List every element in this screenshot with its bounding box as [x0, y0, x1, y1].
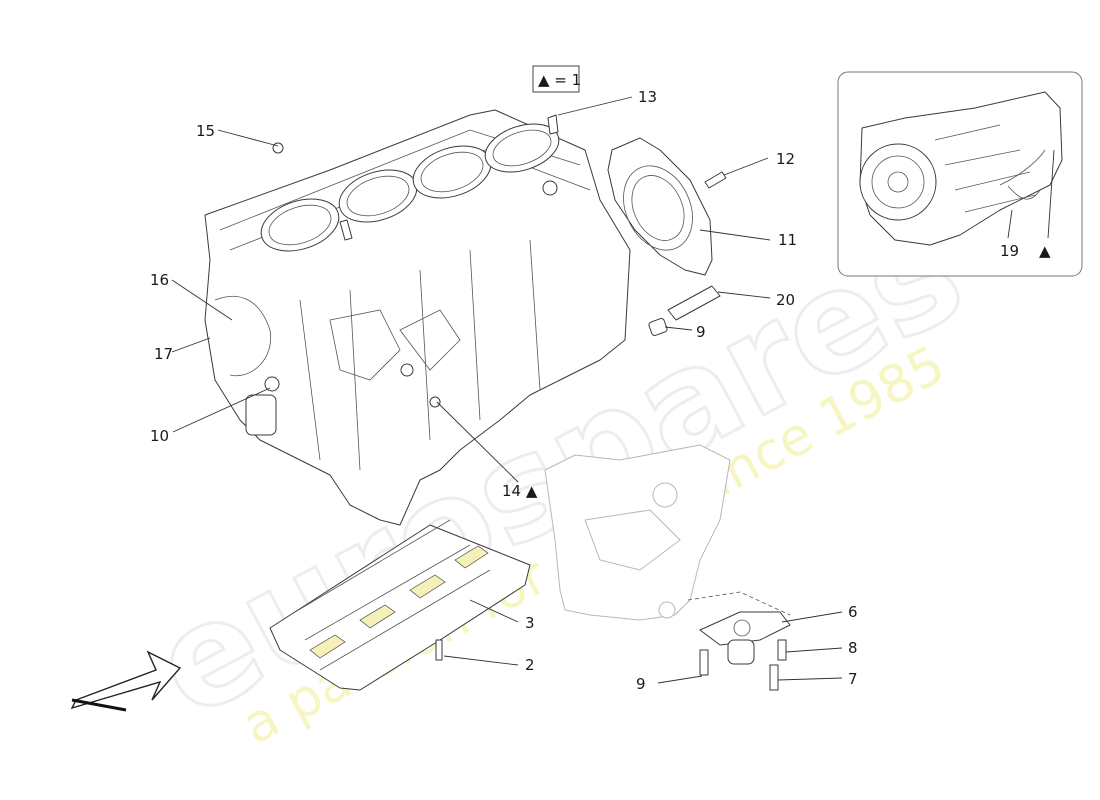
callout-20: 20: [776, 291, 795, 309]
bolt-7: [769, 664, 779, 691]
callout-3: 3: [525, 614, 535, 632]
leader-9b: [657, 675, 703, 684]
callout-14: 14 ▲: [502, 482, 538, 500]
leader-7: [777, 677, 843, 681]
leader-14: [436, 401, 519, 483]
leader-10: [172, 387, 271, 433]
bolt-9b: [699, 649, 709, 676]
bearing-ladder: [269, 519, 531, 691]
direction-arrow: [70, 650, 182, 712]
pin-20: [667, 285, 721, 321]
leader-13: [557, 96, 633, 116]
dowel-9: [648, 318, 668, 336]
leader-2: [443, 655, 519, 666]
engine-block: [204, 109, 631, 526]
rear-seal-housing: [607, 137, 713, 276]
callout-2: 2: [525, 656, 535, 674]
legend-note-text: ▲ = 1: [538, 71, 581, 89]
engine-mount: [687, 591, 791, 665]
front-arrow-icon: [70, 650, 182, 710]
callout-8: 8: [848, 639, 858, 657]
callout-9b: 9: [636, 675, 646, 693]
leader-15: [217, 129, 279, 147]
inset-panel: 19 ▲: [837, 71, 1083, 277]
callout-17: 19: [1000, 242, 1019, 260]
oil-pan-ghost: [544, 444, 731, 621]
callout-12: 12: [776, 150, 795, 168]
callout-triangle: 17: [154, 345, 173, 363]
leader-6: [781, 611, 843, 623]
leader-16: [171, 279, 233, 321]
callout-11: 11: [778, 231, 797, 249]
callout-16: 16: [150, 271, 169, 289]
leader-8: [785, 647, 843, 653]
leader-triangle: [171, 337, 211, 353]
leader-11: [699, 229, 771, 241]
leader-lines: [171, 96, 843, 684]
callout-10: 10: [150, 427, 169, 445]
leader-3: [469, 599, 519, 623]
callout-7: 7: [848, 670, 858, 688]
callout-9a: 9: [696, 323, 706, 341]
leader-12: [723, 157, 769, 176]
leader-17: [1007, 209, 1013, 239]
bolt-8: [777, 639, 787, 661]
leader-19: [1047, 149, 1055, 239]
callout-13: 13: [638, 88, 657, 106]
legend-note: ▲ = 1: [532, 65, 581, 93]
bolt-12: [704, 171, 727, 189]
bolt-2: [435, 639, 443, 661]
leader-9a: [664, 326, 693, 331]
callouts: 15 13 12 11 16 20 9 10 14 ▲ 3 2 6 8 9 7 …: [150, 88, 858, 693]
gearbox-drawing: [859, 91, 1063, 246]
leader-20: [717, 291, 771, 299]
callout-15: 15: [196, 122, 215, 140]
callout-19: ▲: [1039, 242, 1051, 260]
callout-6: 6: [848, 603, 858, 621]
